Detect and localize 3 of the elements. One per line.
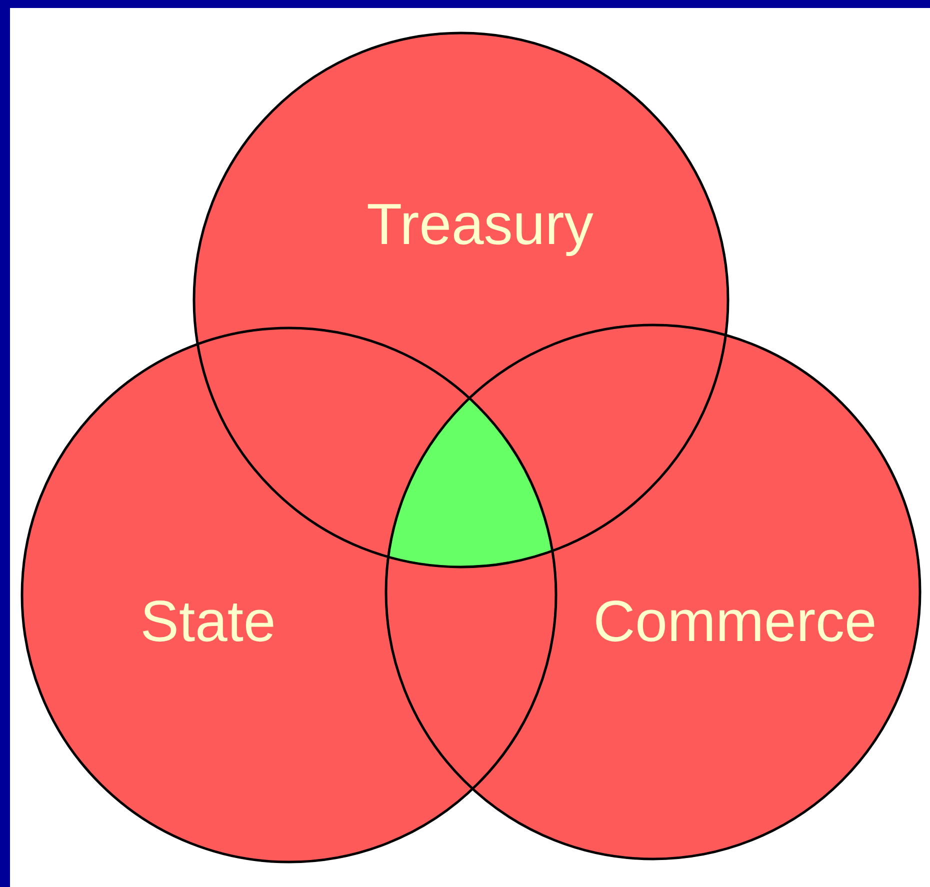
circle-label: Commerce bbox=[593, 593, 877, 651]
circle-label: Treasury bbox=[366, 196, 594, 254]
circle-label: State bbox=[140, 593, 276, 651]
